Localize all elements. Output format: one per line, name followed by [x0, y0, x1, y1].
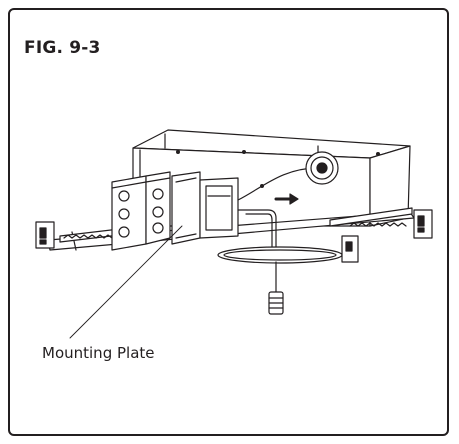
lamp-socket [305, 145, 339, 185]
right-bracket [341, 209, 433, 263]
connector-cable [268, 261, 284, 315]
aperture-ring [217, 246, 343, 264]
callout-leader-line [69, 225, 183, 339]
figure-title: FIG. 9-3 [24, 38, 101, 58]
mounting-plate-label: Mounting Plate [42, 344, 155, 362]
screws [176, 150, 380, 188]
junction-box [111, 171, 171, 251]
left-bracket [35, 221, 55, 249]
mounting-plate [171, 171, 239, 245]
direction-arrow [274, 193, 299, 205]
